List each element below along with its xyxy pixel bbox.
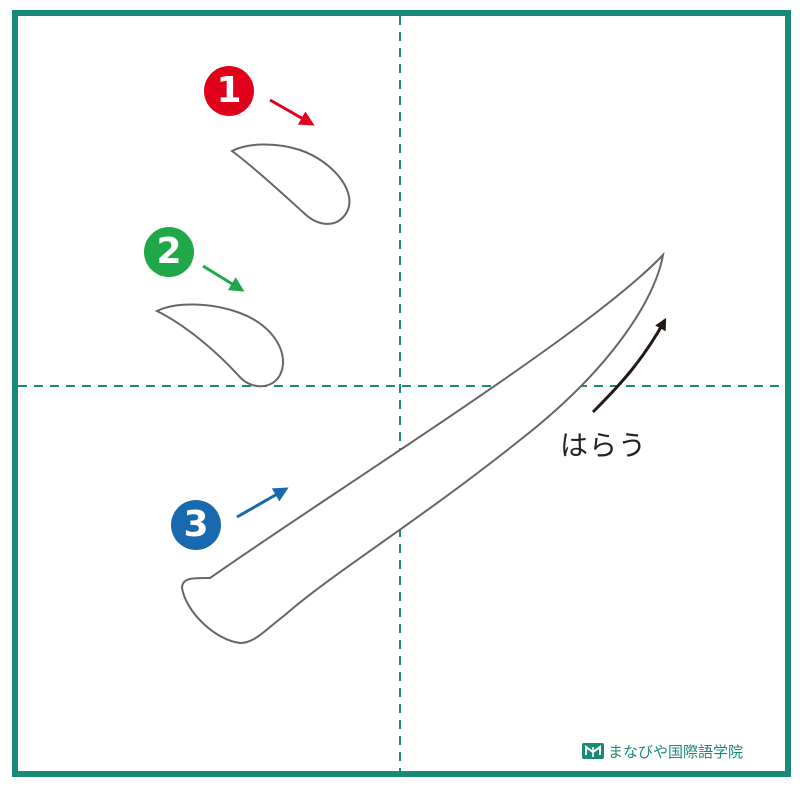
brand: まなびや国際語学院 (582, 740, 743, 762)
stroke-3-direction-arrow (236, 487, 289, 519)
book-logo-icon (582, 743, 604, 759)
step-3-badge: 3 (171, 500, 221, 550)
stroke-2-direction-arrow (202, 264, 245, 292)
harau-label: はらう (560, 429, 648, 462)
step-2-badge: 2 (144, 227, 194, 277)
stroke-3-outline (180, 251, 665, 645)
stroke-2-outline (154, 303, 285, 388)
practice-grid-frame (12, 10, 791, 777)
stroke-1-direction-arrow (269, 98, 315, 126)
step-1-badge: 1 (204, 66, 254, 116)
stroke-1-outline (230, 143, 351, 225)
brand-name: まなびや国際語学院 (608, 742, 744, 761)
harau-arrow (591, 317, 667, 414)
